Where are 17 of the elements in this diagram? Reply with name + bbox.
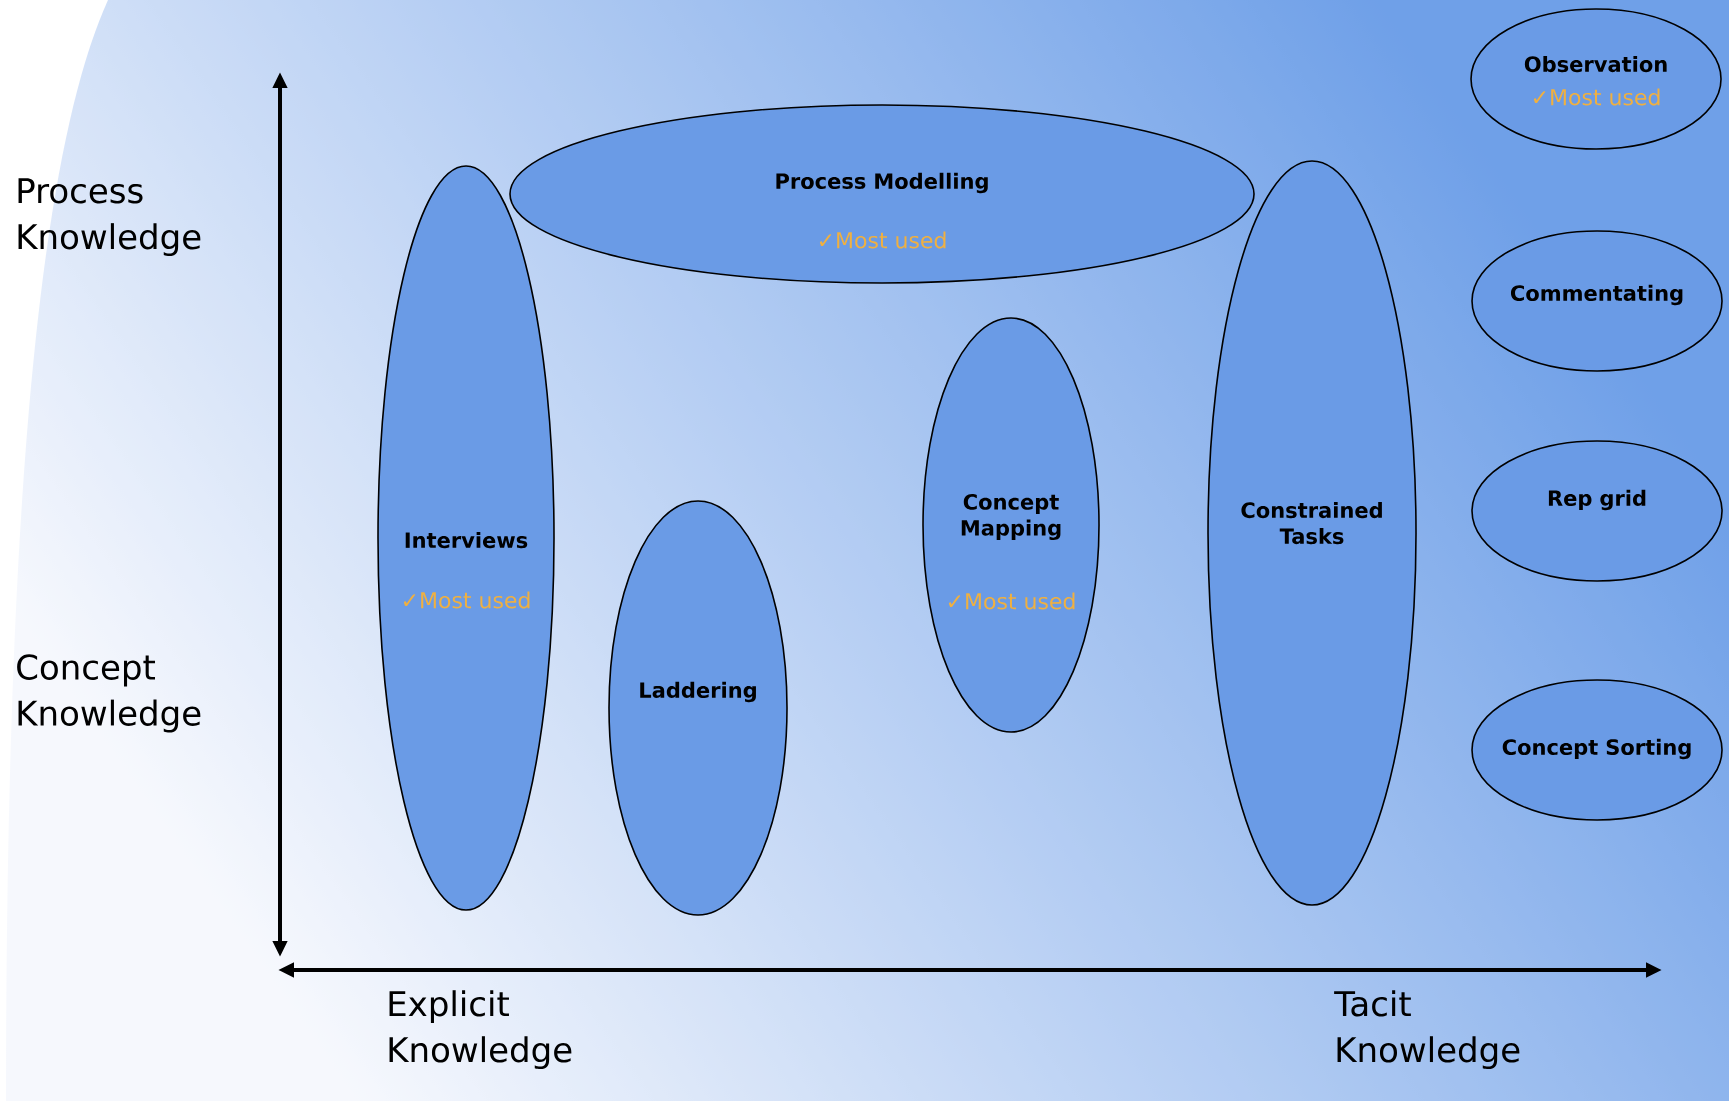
node-label: Laddering <box>640 681 756 703</box>
node-label: Constrained Tasks <box>1241 501 1382 545</box>
node-label: Concept Sorting <box>1502 738 1691 760</box>
node-label: Commentating <box>1510 284 1683 306</box>
axis-label: Concept Knowledge <box>17 654 201 733</box>
axis-label: Tacit Knowledge <box>1334 990 1520 1070</box>
node-label: Interviews <box>405 531 528 549</box>
node-label: Observation <box>1524 55 1667 73</box>
usage-note: ✓Most used <box>948 592 1075 610</box>
axis-label: Process Knowledge <box>18 178 201 257</box>
usage-note: ✓Most used <box>403 591 530 609</box>
node-label: Process Modelling <box>776 172 988 194</box>
usage-note: ✓Most used <box>819 231 946 249</box>
axis-label: Explicit Knowledge <box>389 990 572 1070</box>
usage-note: ✓Most used <box>1533 88 1660 106</box>
node-label: Concept Mapping <box>961 493 1061 541</box>
node-label: Rep grid <box>1548 489 1646 511</box>
